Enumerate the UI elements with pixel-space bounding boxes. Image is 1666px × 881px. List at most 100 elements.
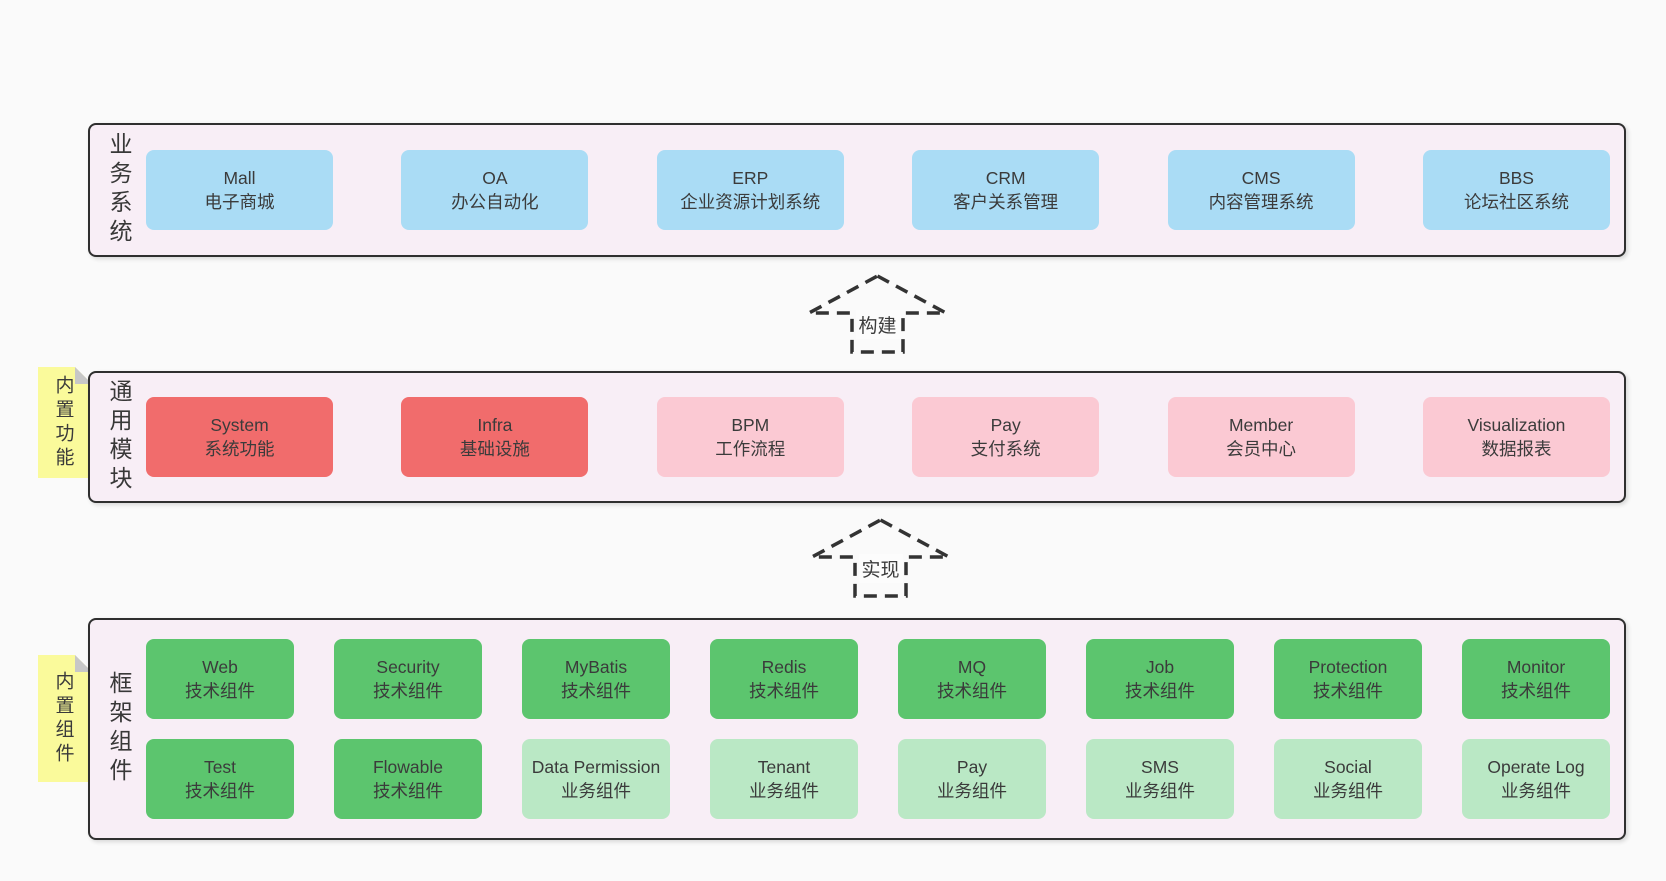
box-pay-component-desc: 业务组件 [937,780,1007,801]
box-crm: CRM 客户关系管理 [912,150,1100,230]
box-redis-name: Redis [761,657,807,678]
box-flowable-desc: 技术组件 [373,780,443,801]
box-mq-name: MQ [957,657,987,678]
box-web-desc: 技术组件 [185,681,255,702]
box-infra-name: Infra [477,415,513,435]
box-member-name: Member [1228,415,1294,435]
box-security-desc: 技术组件 [373,681,443,702]
box-social-desc: 业务组件 [1313,780,1383,801]
box-job: Job 技术组件 [1086,639,1234,720]
box-cms-desc: 内容管理系统 [1208,192,1314,212]
components-row-1: Web 技术组件 Security 技术组件 MyBatis 技术组件 Redi… [146,639,1610,720]
builtin-components-tag-label: 内置组件 [52,670,74,767]
box-protection-desc: 技术组件 [1313,681,1383,702]
box-social-name: Social [1324,756,1372,777]
box-cms: CMS 内容管理系统 [1167,150,1355,230]
business-systems-layer: 业务系统 Mall 电子商城 OA 办公自动化 ERP 企业资源计划系统 CRM… [88,123,1626,257]
box-system-name: System [210,415,269,435]
box-cms-name: CMS [1241,168,1281,188]
box-data-permission-name: Data Permission [531,756,661,777]
implement-arrow-label: 实现 [858,554,903,583]
box-crm-name: CRM [985,168,1026,188]
box-job-name: Job [1145,657,1175,678]
box-oa-name: OA [482,168,508,188]
box-visualization-desc: 数据报表 [1481,439,1552,459]
box-bpm: BPM 工作流程 [656,397,844,477]
box-mall-name: Mall [223,168,256,188]
box-infra-desc: 基础设施 [459,439,530,459]
box-sms-name: SMS [1141,756,1179,777]
box-flowable: Flowable 技术组件 [334,738,482,819]
box-security-name: Security [376,657,440,678]
components-rows: Web 技术组件 Security 技术组件 MyBatis 技术组件 Redi… [146,620,1610,838]
box-infra: Infra 基础设施 [401,397,589,477]
components-row-2: Test 技术组件 Flowable 技术组件 Data Permission … [146,738,1610,819]
implement-arrow: 实现 [809,518,952,598]
box-monitor-name: Monitor [1506,657,1566,678]
box-system: System 系统功能 [146,397,333,477]
box-pay-module: Pay 支付系统 [912,397,1100,477]
box-test: Test 技术组件 [146,738,294,819]
common-modules-layer: 通用模块 System 系统功能 Infra 基础设施 BPM 工作流程 Pay… [88,371,1626,503]
builtin-functions-tag-label: 内置功能 [52,374,74,471]
box-protection-name: Protection [1308,657,1388,678]
business-boxes-row: Mall 电子商城 OA 办公自动化 ERP 企业资源计划系统 CRM 客户关系… [146,125,1610,255]
box-oa-desc: 办公自动化 [451,192,539,212]
dashed-up-arrow-icon [808,274,947,354]
box-monitor-desc: 技术组件 [1501,681,1571,702]
box-test-desc: 技术组件 [185,780,255,801]
box-monitor: Monitor 技术组件 [1462,639,1610,720]
modules-layer-label: 通用模块 [106,379,132,495]
box-tenant: Tenant 业务组件 [710,738,858,819]
box-tenant-name: Tenant [757,756,811,777]
box-web-name: Web [202,657,238,678]
box-bpm-name: BPM [731,415,770,435]
business-layer-label: 业务系统 [106,132,132,248]
box-system-desc: 系统功能 [204,439,275,459]
box-job-desc: 技术组件 [1125,681,1195,702]
box-bbs-desc: 论坛社区系统 [1463,192,1569,212]
box-redis: Redis 技术组件 [710,639,858,720]
box-visualization: Visualization 数据报表 [1422,397,1610,477]
box-bbs-name: BBS [1498,168,1534,188]
box-oa: OA 办公自动化 [401,150,589,230]
box-mall-desc: 电子商城 [204,192,275,212]
box-tenant-desc: 业务组件 [749,780,819,801]
build-arrow-label: 构建 [855,310,900,339]
box-social: Social 业务组件 [1274,738,1422,819]
framework-components-layer: 框架组件 Web 技术组件 Security 技术组件 MyBatis 技术组件… [88,618,1626,840]
box-redis-desc: 技术组件 [749,681,819,702]
box-sms: SMS 业务组件 [1086,738,1234,819]
box-pay-module-name: Pay [990,415,1021,435]
box-flowable-name: Flowable [372,756,444,777]
box-member-desc: 会员中心 [1226,439,1297,459]
box-bbs: BBS 论坛社区系统 [1422,150,1610,230]
box-erp: ERP 企业资源计划系统 [656,150,844,230]
box-erp-desc: 企业资源计划系统 [680,192,821,212]
modules-boxes-row: System 系统功能 Infra 基础设施 BPM 工作流程 Pay 支付系统… [146,373,1610,501]
box-pay-module-desc: 支付系统 [970,439,1041,459]
components-layer-label: 框架组件 [106,671,132,787]
box-operate-log-desc: 业务组件 [1501,780,1571,801]
box-operate-log-name: Operate Log [1487,756,1585,777]
box-pay-component: Pay 业务组件 [898,738,1046,819]
box-mybatis: MyBatis 技术组件 [522,639,670,720]
box-mall: Mall 电子商城 [146,150,333,230]
box-mybatis-desc: 技术组件 [561,681,631,702]
dashed-up-arrow-icon [811,518,950,598]
box-operate-log: Operate Log 业务组件 [1462,738,1610,819]
build-arrow: 构建 [806,274,949,354]
box-test-name: Test [203,756,237,777]
box-bpm-desc: 工作流程 [715,439,786,459]
box-crm-desc: 客户关系管理 [953,192,1059,212]
box-mq-desc: 技术组件 [937,681,1007,702]
box-mq: MQ 技术组件 [898,639,1046,720]
box-protection: Protection 技术组件 [1274,639,1422,720]
box-erp-name: ERP [732,168,769,188]
box-security: Security 技术组件 [334,639,482,720]
box-member: Member 会员中心 [1167,397,1355,477]
box-data-permission-desc: 业务组件 [561,780,631,801]
box-web: Web 技术组件 [146,639,294,720]
box-data-permission: Data Permission 业务组件 [522,738,670,819]
